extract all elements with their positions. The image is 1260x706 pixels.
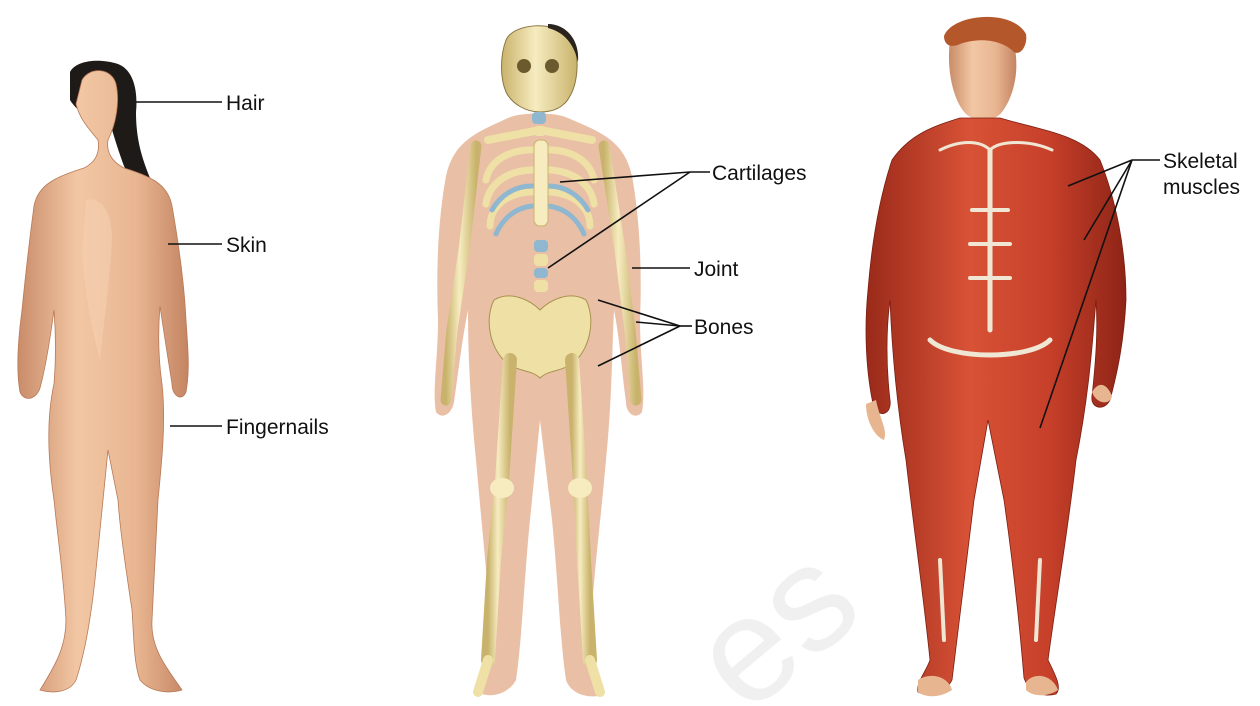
label-bones: Bones [694, 316, 754, 339]
watermark-text: es [659, 511, 888, 701]
integumentary-figure [18, 61, 188, 692]
female-body-shape [18, 71, 188, 692]
label-muscles: muscles [1163, 176, 1240, 199]
label-joint: Joint [694, 258, 739, 281]
muscle-body-shape [866, 118, 1126, 695]
label-fingernails: Fingernails [226, 416, 329, 439]
label-cartilages: Cartilages [712, 162, 807, 185]
eye-socket-right [545, 59, 559, 73]
left-knee [490, 478, 514, 498]
muscle-feet [918, 676, 1058, 696]
label-hair: Hair [226, 92, 265, 115]
eye-socket-left [517, 59, 531, 73]
muscular-figure [866, 17, 1126, 696]
skull-shape [502, 26, 578, 112]
right-knee [568, 478, 592, 498]
sternum [534, 140, 548, 226]
skeletal-figure [435, 24, 644, 696]
label-skeletal: Skeletal [1163, 150, 1238, 173]
label-skin: Skin [226, 234, 267, 257]
